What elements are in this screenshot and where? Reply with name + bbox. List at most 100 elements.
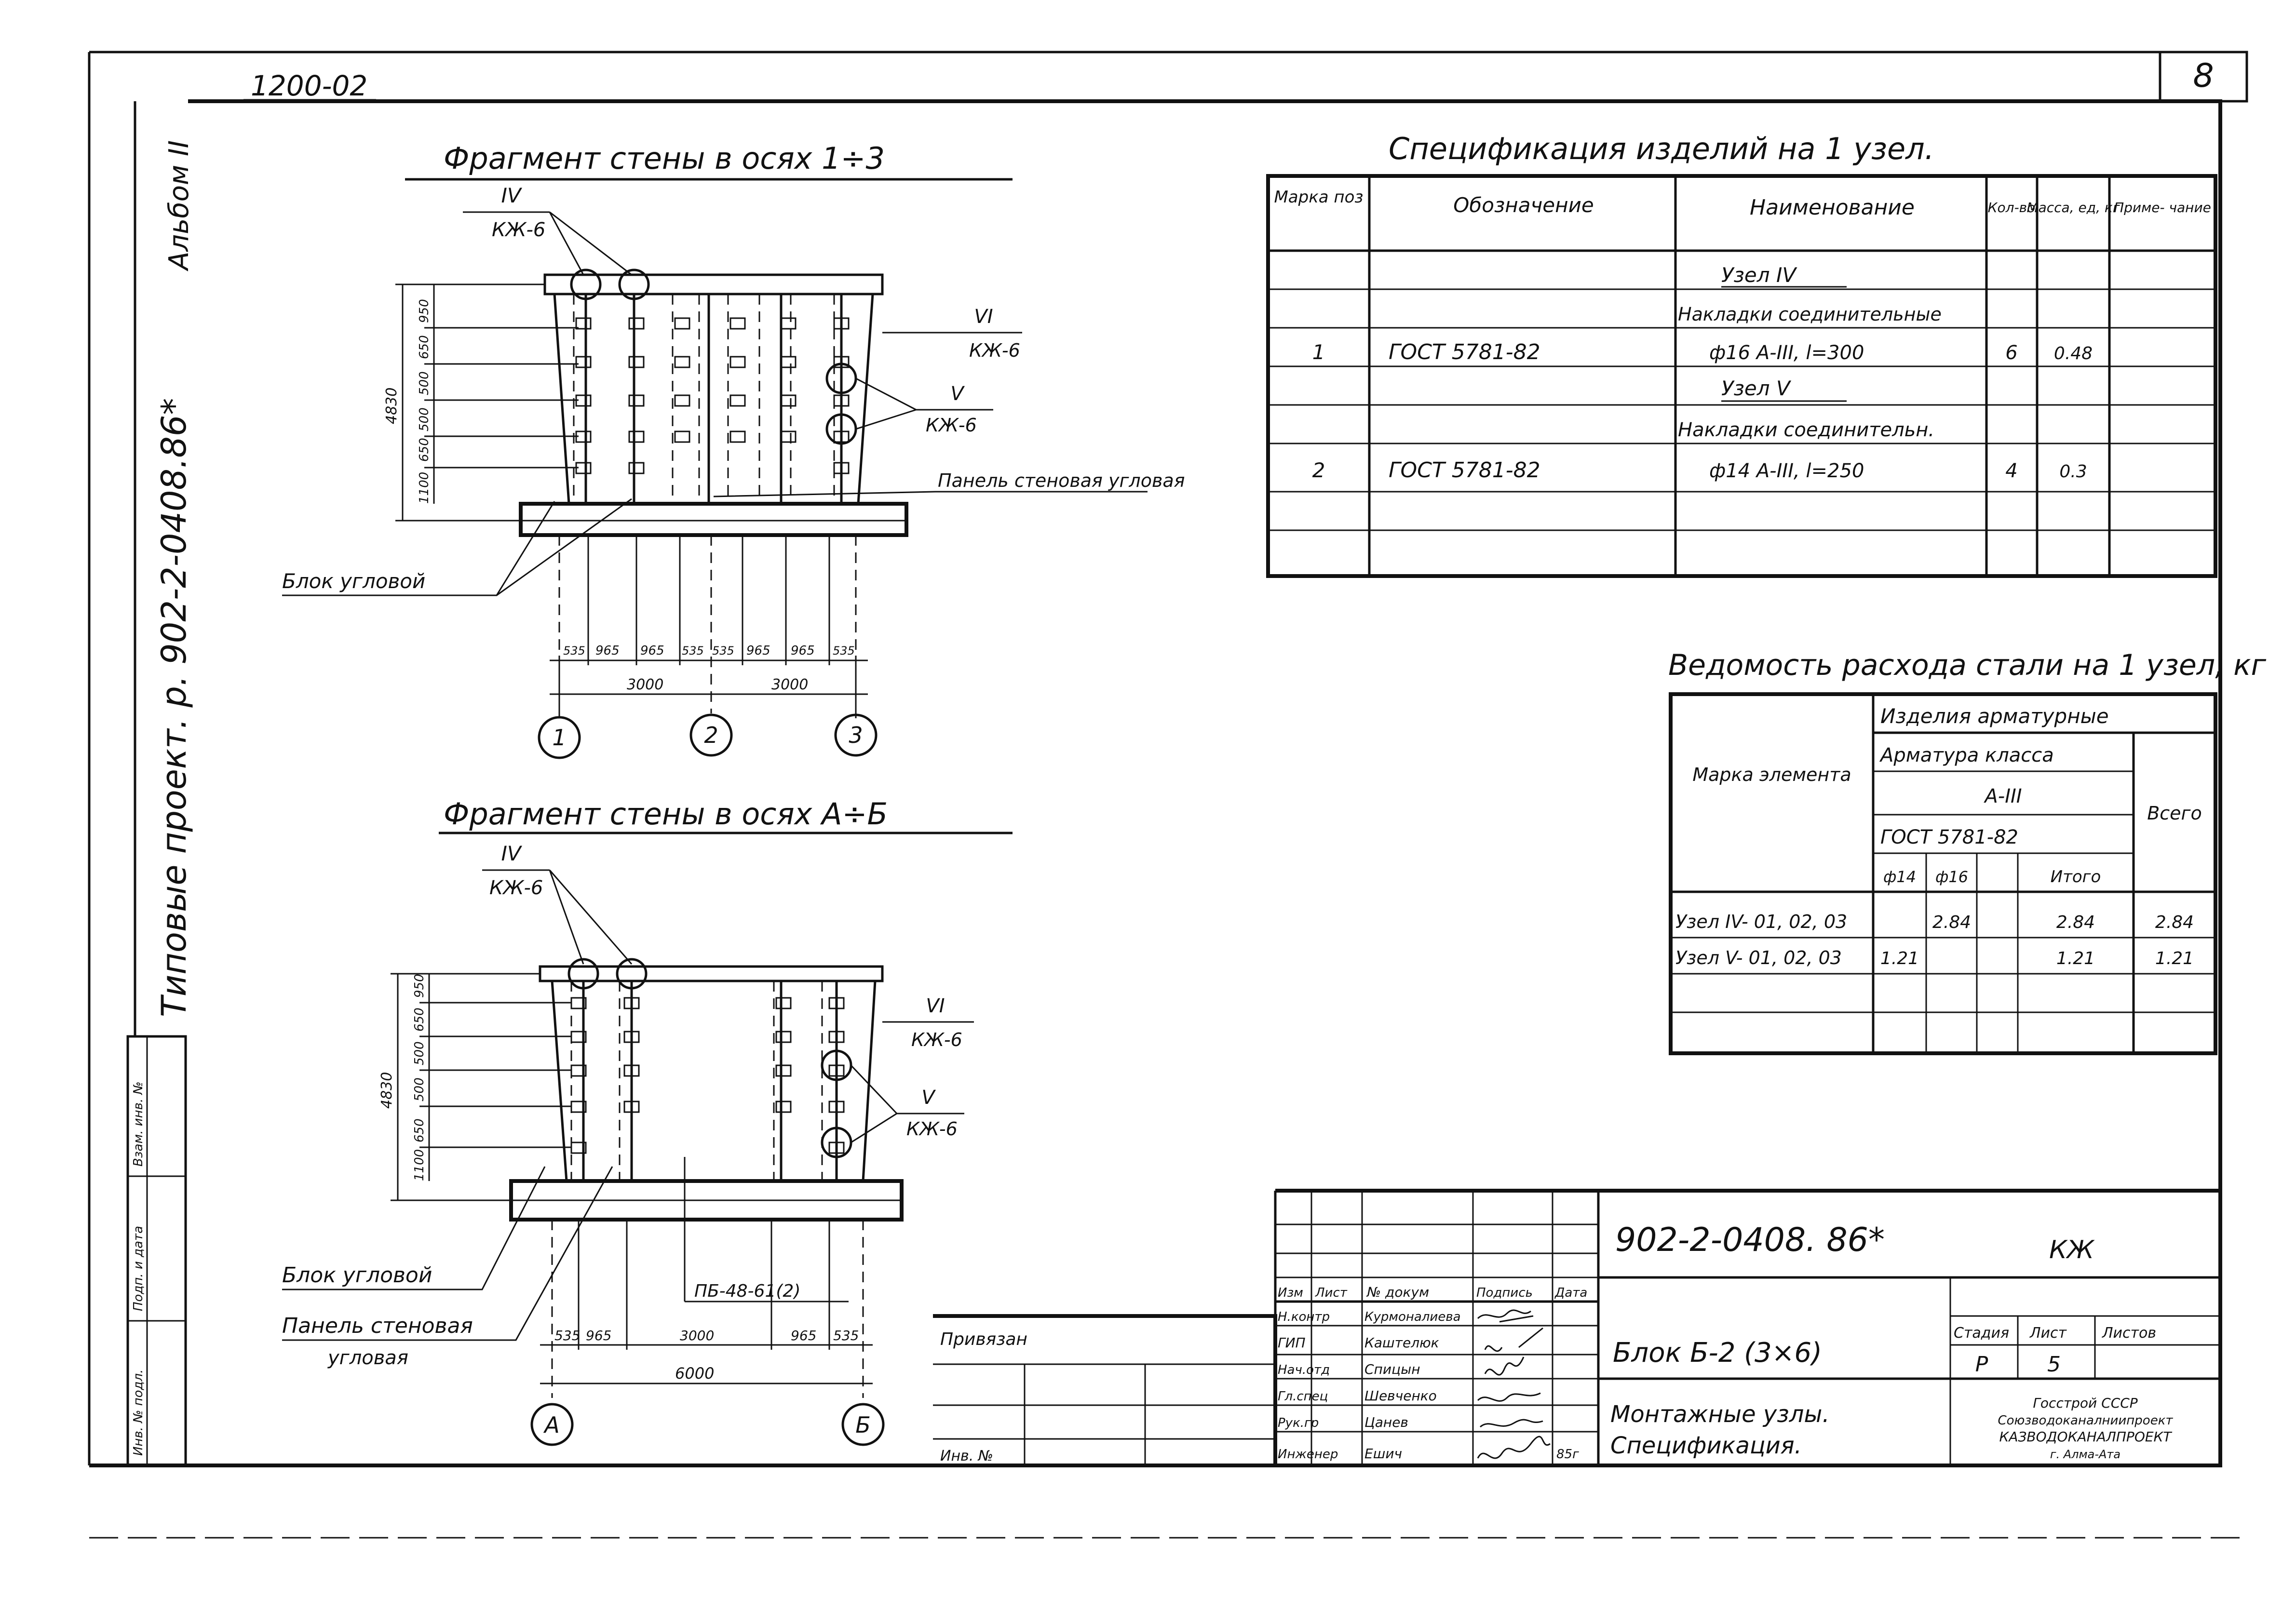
f1-span-1: 3000 xyxy=(627,676,663,693)
tb-staff-5-role: Инженер xyxy=(1278,1447,1338,1462)
spec-r5-desig: ГОСТ 5781-82 xyxy=(1389,458,1540,483)
title-block: 902-2-0408. 86* КЖ Изм Лист № докум Подп… xyxy=(933,1189,2220,1466)
f2-node-vi: VI xyxy=(926,995,945,1017)
f2-h-2: 500 xyxy=(412,1077,427,1101)
signatures xyxy=(1477,1309,1551,1459)
top-code: 1200-02 xyxy=(251,69,367,102)
steel-table: Ведомость расхода стали на 1 узел, кг Ма… xyxy=(1668,648,2266,1055)
f1-h-1: 650 xyxy=(417,438,432,462)
tb-mark: КЖ xyxy=(2049,1235,2095,1264)
tb-sheet-title-2: Спецификация. xyxy=(1610,1432,1802,1459)
spec-h-name: Наименование xyxy=(1750,195,1915,220)
f1-node-v-ref: КЖ-6 xyxy=(926,415,977,436)
f1-node-iv: IV xyxy=(501,184,522,207)
f1-plates xyxy=(575,317,850,474)
f2-block-label: Блок угловой xyxy=(282,1263,432,1288)
side-labels: Альбом II Типовые проект. р. 902-2-0408.… xyxy=(154,140,195,1017)
steel-h-grade: А-III xyxy=(1983,785,2022,807)
f1-d6: 965 xyxy=(791,644,815,658)
steel-r1-sum: 1.21 xyxy=(2056,949,2095,968)
tb-object: Блок Б-2 (3×6) xyxy=(1613,1337,1822,1369)
f1-h-3: 500 xyxy=(417,371,432,395)
tb-staff-1-name: Каштелюк xyxy=(1364,1335,1439,1351)
f2-node-v: V xyxy=(921,1087,936,1109)
spec-h-note: Приме- чание xyxy=(2114,200,2211,215)
f2-node-iv-ref: КЖ-6 xyxy=(489,877,543,899)
spec-r5-qty: 4 xyxy=(2005,460,2017,482)
spec-r5-mark: 2 xyxy=(1312,458,1325,482)
f2-h-1: 650 xyxy=(412,1118,427,1142)
tb-staff-1-role: ГИП xyxy=(1278,1335,1306,1351)
f2-d3: 965 xyxy=(791,1328,816,1343)
f1-axis-1: 1 xyxy=(552,725,566,751)
spec-r1-name: Накладки соединительные xyxy=(1678,304,1942,325)
tb-bind-label: Привязан xyxy=(940,1329,1027,1349)
f1-h-0: 1100 xyxy=(417,472,432,504)
tb-staff-2-role: Нач.отд xyxy=(1278,1363,1330,1377)
album-label: Альбом II xyxy=(163,140,195,271)
tb-h-izm: Изм xyxy=(1278,1286,1303,1300)
project-label: Типовые проект. р. 902-2-0408.86* xyxy=(154,398,194,1017)
steel-h-total: Всего xyxy=(2147,803,2202,824)
f1-axis-3: 3 xyxy=(849,722,863,748)
tb-sheet-h: Лист xyxy=(2029,1325,2067,1342)
tb-staff-5-name: Ешич xyxy=(1364,1446,1402,1462)
f2-axis-a: А xyxy=(543,1412,559,1438)
tb-staff-3-role: Гл.спец xyxy=(1278,1389,1328,1404)
steel-r0-total: 2.84 xyxy=(2155,913,2194,932)
sheet-number: 8 xyxy=(2193,57,2214,95)
spec-title: Спецификация изделий на 1 узел. xyxy=(1389,131,1934,166)
f1-block-label: Блок угловой xyxy=(282,569,425,593)
f1-d4: 535 xyxy=(712,644,734,658)
spec-h-mark: Марка поз xyxy=(1274,188,1363,207)
tb-h-list: Лист xyxy=(1315,1286,1348,1300)
steel-r1-f14: 1.21 xyxy=(1880,949,1919,968)
tb-staff-4-name: Цанев xyxy=(1364,1414,1408,1430)
f2-d2: 3000 xyxy=(680,1328,714,1343)
spec-r5-name: ф14 А-III, l=250 xyxy=(1709,460,1864,482)
tb-stage: Р xyxy=(1975,1352,1988,1377)
spec-h-mass: Масса, ед, кг xyxy=(2026,200,2120,215)
f2-h-5: 950 xyxy=(412,974,427,998)
f2-h-3: 500 xyxy=(412,1041,427,1065)
tb-h-date: Дата xyxy=(1554,1286,1587,1300)
f2-node-iv: IV xyxy=(501,842,522,865)
tb-sheets-h: Листов xyxy=(2102,1325,2156,1342)
steel-r1-mark: Узел V- 01, 02, 03 xyxy=(1675,947,1842,968)
steel-h-element: Марка элемента xyxy=(1692,764,1851,785)
f1-h-4: 650 xyxy=(417,335,432,359)
stamp-cell-inv: Инв. № подл. xyxy=(131,1370,146,1456)
steel-h-products: Изделия арматурные xyxy=(1880,704,2109,728)
stamp-cell-replace: Взам. инв. № xyxy=(131,1081,146,1167)
f1-axis-2: 2 xyxy=(704,722,718,748)
tb-sheet-title-1: Монтажные узлы. xyxy=(1610,1401,1830,1428)
f1-h-5: 950 xyxy=(417,299,432,323)
fragment-1: Фрагмент стены в осях 1÷3 IV КЖ-6 xyxy=(282,141,1185,759)
f1-node-vi: VI xyxy=(974,306,993,328)
tb-org-4: г. Алма-Ата xyxy=(2050,1448,2120,1461)
f2-d1: 965 xyxy=(586,1328,611,1343)
f1-node-vi-ref: КЖ-6 xyxy=(969,340,1020,361)
f2-opening-label: ПБ-48-61(2) xyxy=(694,1281,800,1301)
f1-panel-label: Панель стеновая угловая xyxy=(938,470,1185,491)
tb-org-2: Союзводоканалниипроект xyxy=(1998,1413,2173,1428)
tb-staff-0-role: Н.контр xyxy=(1278,1310,1330,1324)
tb-stage-h: Стадия xyxy=(1954,1325,2009,1342)
f2-plates xyxy=(570,997,845,1154)
steel-title: Ведомость расхода стали на 1 узел, кг xyxy=(1668,648,2266,682)
fragment-2: Фрагмент стены в осях А÷Б IV КЖ-6 VI КЖ-… xyxy=(282,796,1013,1446)
f2-h-0: 1100 xyxy=(412,1149,427,1181)
f1-d5: 965 xyxy=(746,644,770,658)
f1-d1: 965 xyxy=(595,644,620,658)
sheet-frame xyxy=(88,51,2247,1539)
f2-panel-label-1: Панель стеновая xyxy=(282,1314,473,1338)
side-stamp: Инв. № подл. Подп. и дата Взам. инв. № xyxy=(126,1035,187,1467)
steel-r0-sum: 2.84 xyxy=(2056,913,2095,932)
spec-r2-desig: ГОСТ 5781-82 xyxy=(1389,340,1540,364)
spec-r2-name: ф16 А-III, l=300 xyxy=(1709,342,1864,364)
spec-table: Спецификация изделий на 1 узел. Марка по… xyxy=(1266,131,2217,578)
f1-d7: 535 xyxy=(833,644,855,658)
f1-span-2: 3000 xyxy=(771,676,808,693)
f1-d3: 535 xyxy=(682,644,704,658)
